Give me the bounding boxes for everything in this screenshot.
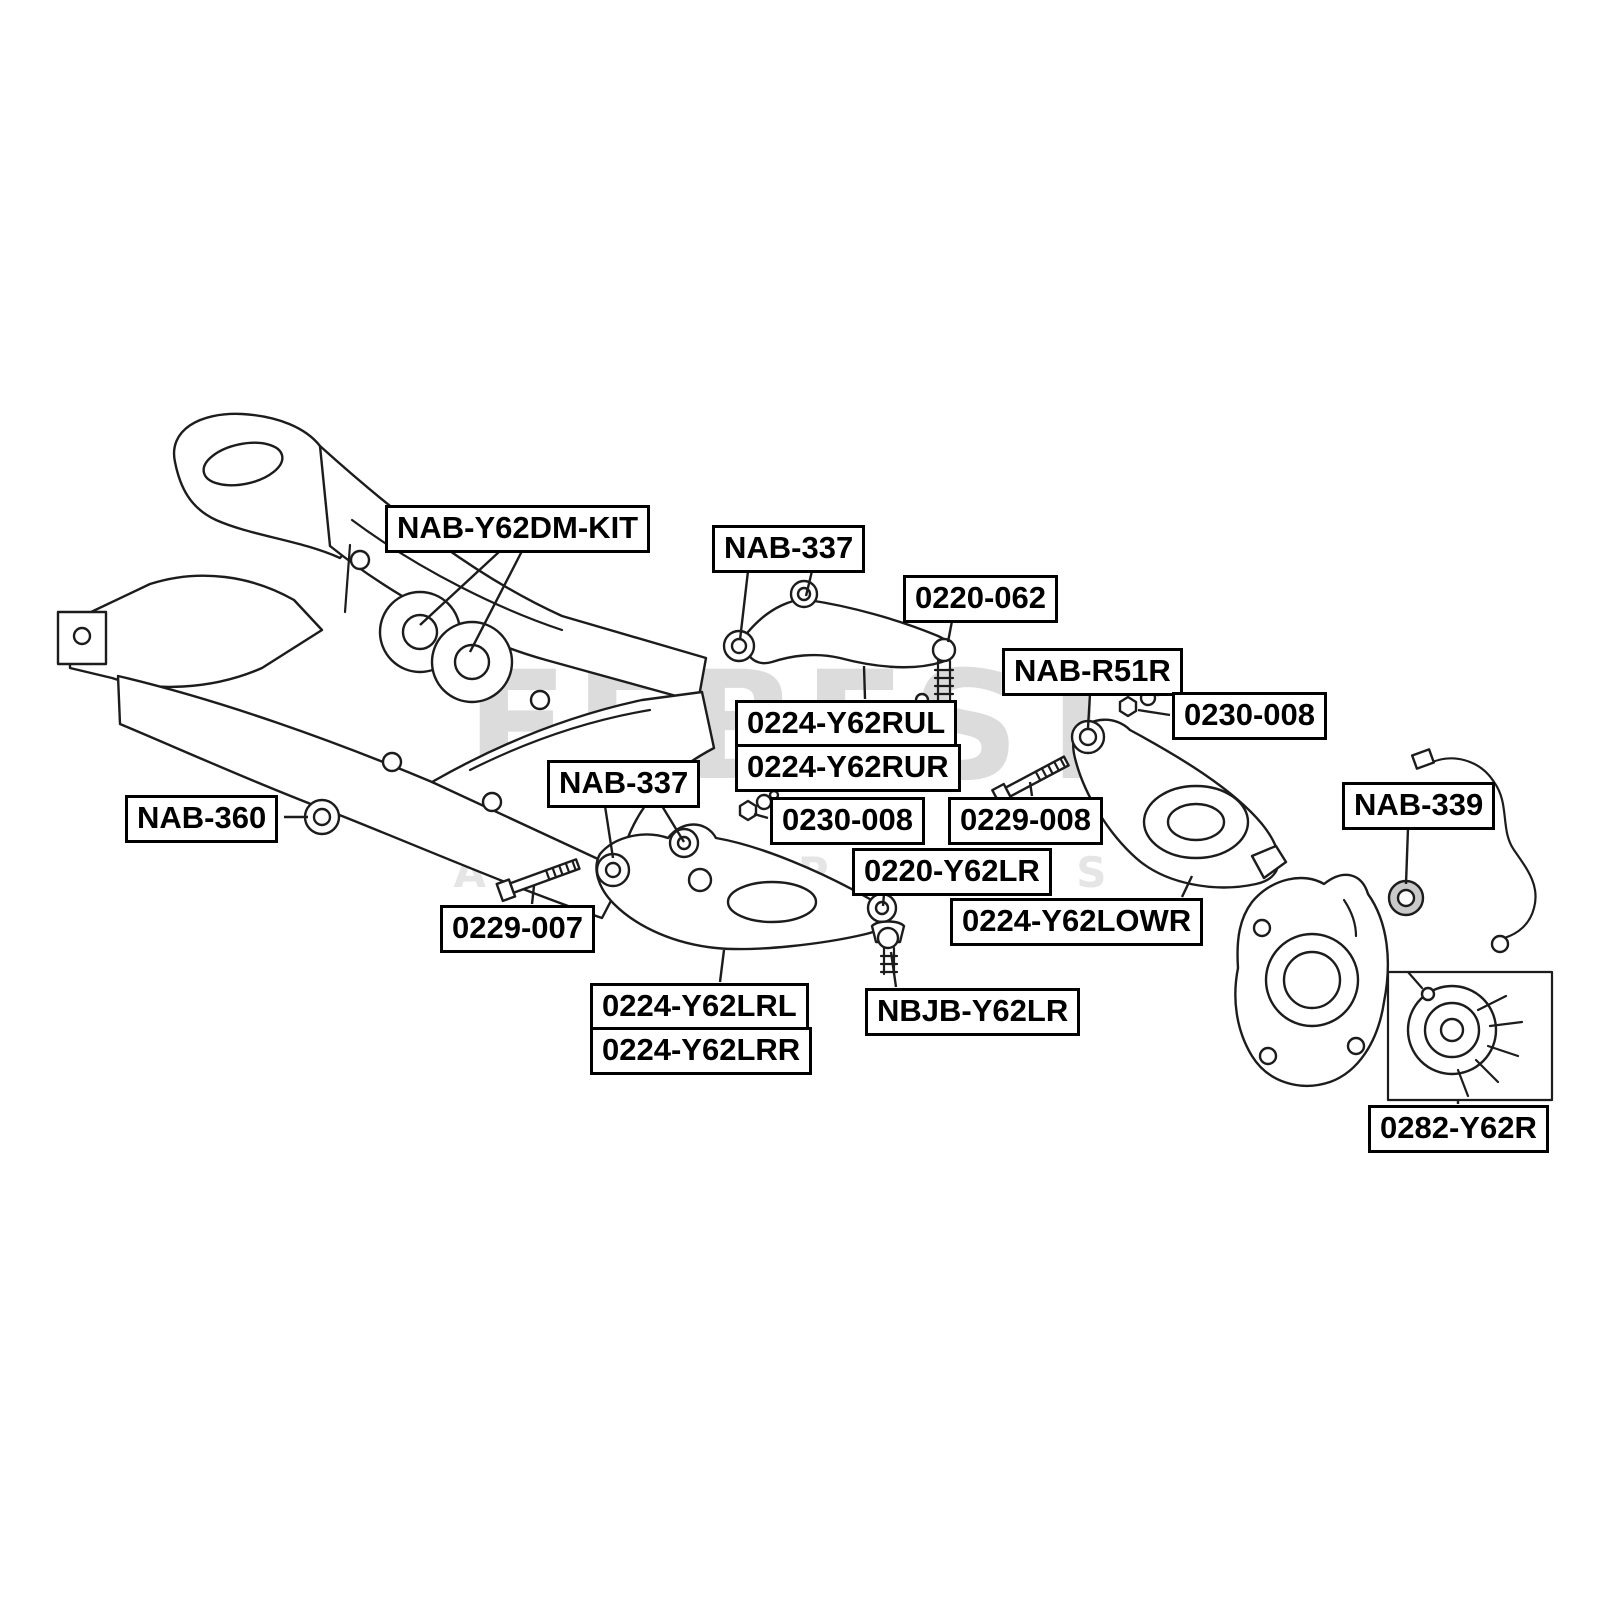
leader-line [1404, 827, 1410, 885]
upper-arm-ball-stud [933, 659, 955, 702]
lower-arm-cutout [726, 880, 818, 924]
leader-line [738, 570, 750, 641]
bolt-0229-008 [991, 755, 1070, 808]
bolt-0229-007 [495, 858, 581, 903]
leader-lines [284, 550, 1460, 1104]
rear-lower-spring-arm [1070, 718, 1288, 889]
leader-line [530, 885, 536, 905]
spring-arm-end-bracket [1250, 844, 1288, 880]
upper-arm-ball-joint [931, 637, 957, 663]
leader-line [753, 812, 769, 820]
leader-line [1137, 708, 1171, 717]
leader-line [881, 893, 886, 907]
leader-line [419, 550, 501, 626]
leader-line [603, 805, 615, 859]
ball-joint-nbjb [870, 920, 906, 976]
leader-line [1086, 693, 1092, 729]
leader-line [1180, 875, 1194, 898]
subframe-bushing-mounts [378, 590, 514, 704]
knuckle [1234, 873, 1389, 1087]
leader-line [468, 550, 524, 653]
leader-line [660, 805, 686, 843]
leader-line [718, 949, 726, 983]
hub-bearing-assembly [1386, 970, 1554, 1102]
abs-connector [1410, 748, 1436, 770]
leader-line [889, 951, 898, 988]
leader-line [862, 665, 867, 700]
subframe-small-bushing [303, 798, 341, 836]
hub-frame-box [1386, 970, 1554, 1102]
arm-bushing-nab-339 [1387, 879, 1425, 917]
subframe-top-hole [202, 441, 284, 487]
upper-arm-washer [914, 692, 930, 708]
hub-studs [1456, 994, 1524, 1098]
leader-line [946, 620, 954, 643]
rear-upper-control-arm [722, 579, 957, 708]
leader-line [804, 570, 814, 597]
rear-lower-control-arm [595, 823, 898, 951]
leader-line [1028, 781, 1034, 797]
abs-sensor-wire [1410, 748, 1537, 954]
